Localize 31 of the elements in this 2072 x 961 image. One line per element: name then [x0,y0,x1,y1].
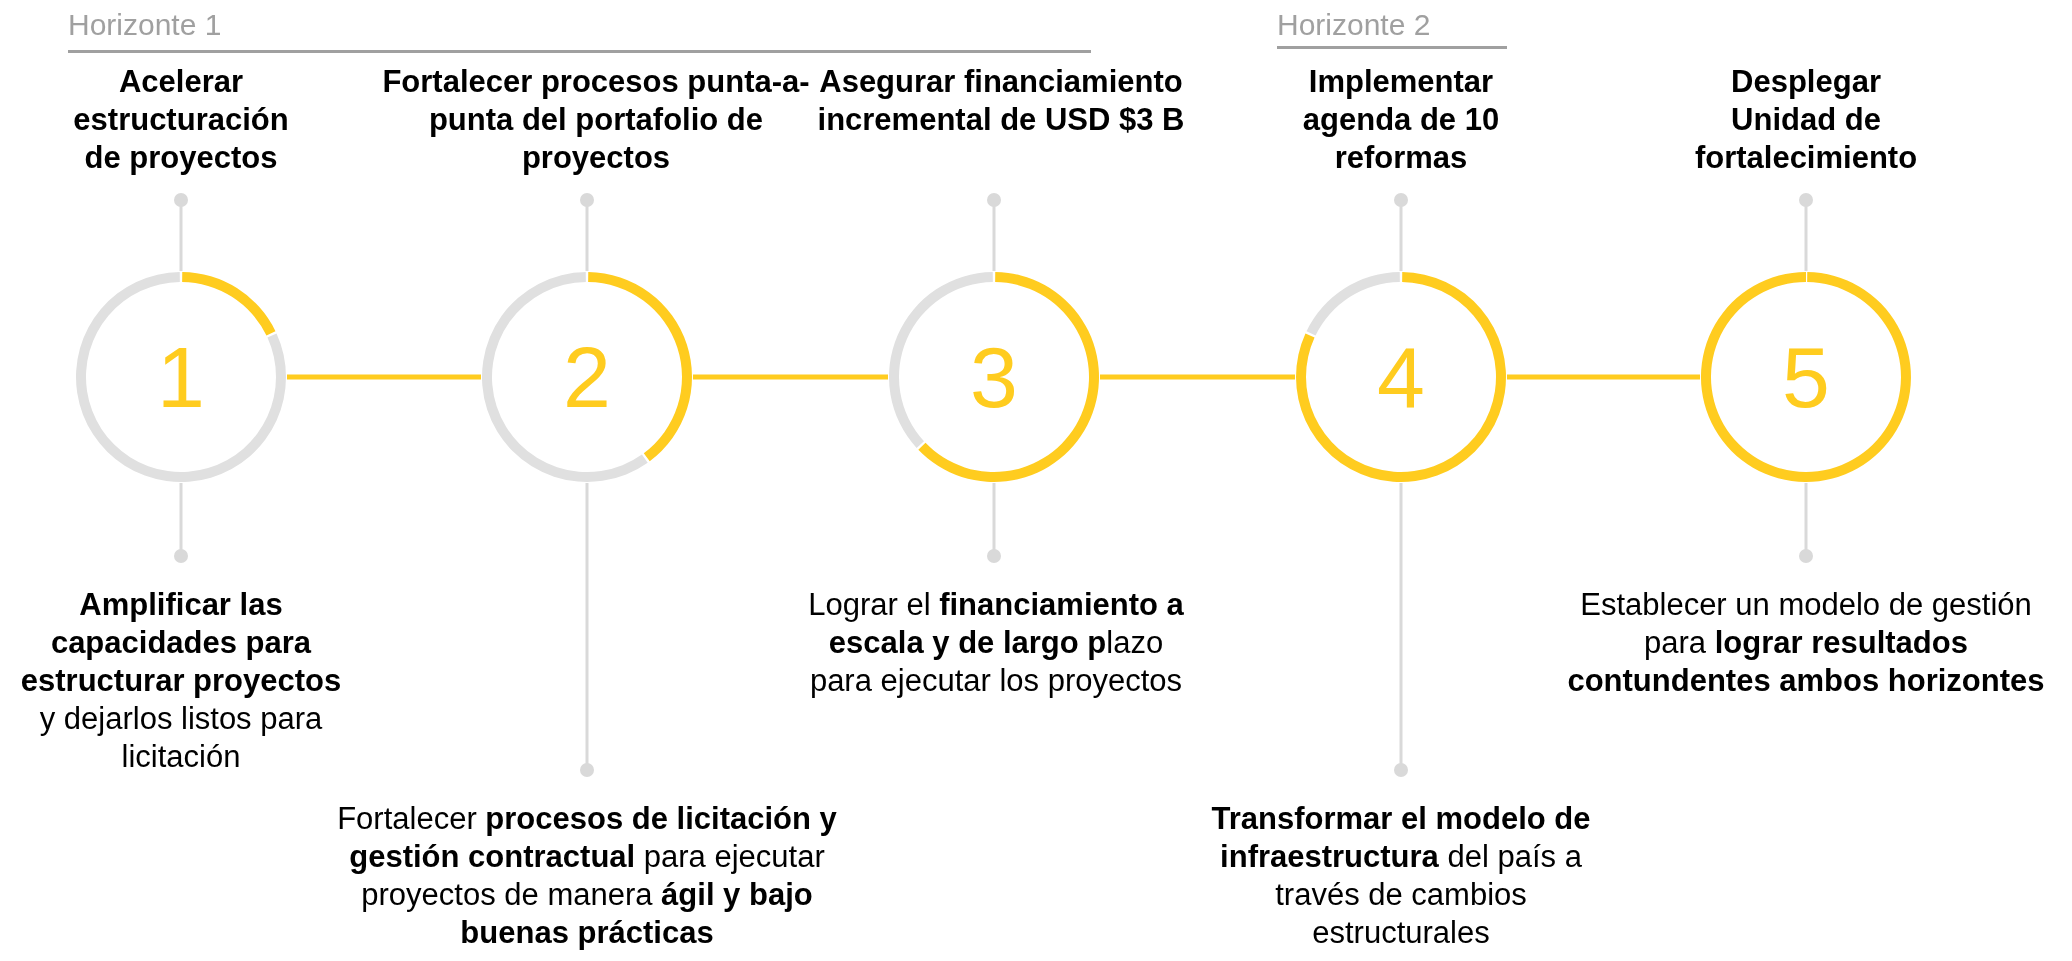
horizon-label: Horizonte 1 [68,8,222,42]
step-number: 3 [969,334,1019,420]
step-number: 5 [1781,334,1831,420]
connector-line [1100,374,1295,380]
leader-line [1394,483,1408,777]
step-title: Asegurar financiamiento incremental de USD $3 B [816,63,1186,139]
leader-line [580,193,594,271]
horizon-label: Horizonte 2 [1277,8,1431,42]
step-number: 1 [156,334,206,420]
leader-line [1799,193,1813,271]
step-title: Desplegar Unidad de fortalecimiento [1693,63,1919,177]
step-title: Acelerar estructuración de proyectos [72,63,290,177]
step-title: Fortalecer procesos punta-a-punta del portafolio de proyectos [381,63,811,177]
connector-line [287,374,481,380]
step-description: Lograr el financiamiento a escala y de largo plazo para ejecutar los proyectos [807,586,1185,700]
leader-line [580,483,594,777]
leader-line [987,193,1001,271]
leader-line [987,483,1001,563]
step-description: Fortalecer procesos de licitación y gestión contractual para ejecutar proyectos de manera ágil y bajo buenas prácticas [337,800,837,952]
step-description: Amplificar las capacidades para estructurar proyectos y dejarlos listos para licitación [19,586,343,776]
leader-line [1799,483,1813,563]
step-description: Establecer un modelo de gestión para lograr resultados contundentes ambos horizontes [1566,586,2046,700]
leader-line [1394,193,1408,271]
leader-line [174,193,188,271]
step-number: 2 [562,334,612,420]
step-number: 4 [1376,334,1426,420]
step-description: Transformar el modelo de infraestructura del país a través de cambios estructurales [1210,800,1592,952]
connector-line [693,374,888,380]
step-title: Implementar agenda de 10 reformas [1301,63,1501,177]
leader-line [174,483,188,563]
connector-line [1507,374,1700,380]
